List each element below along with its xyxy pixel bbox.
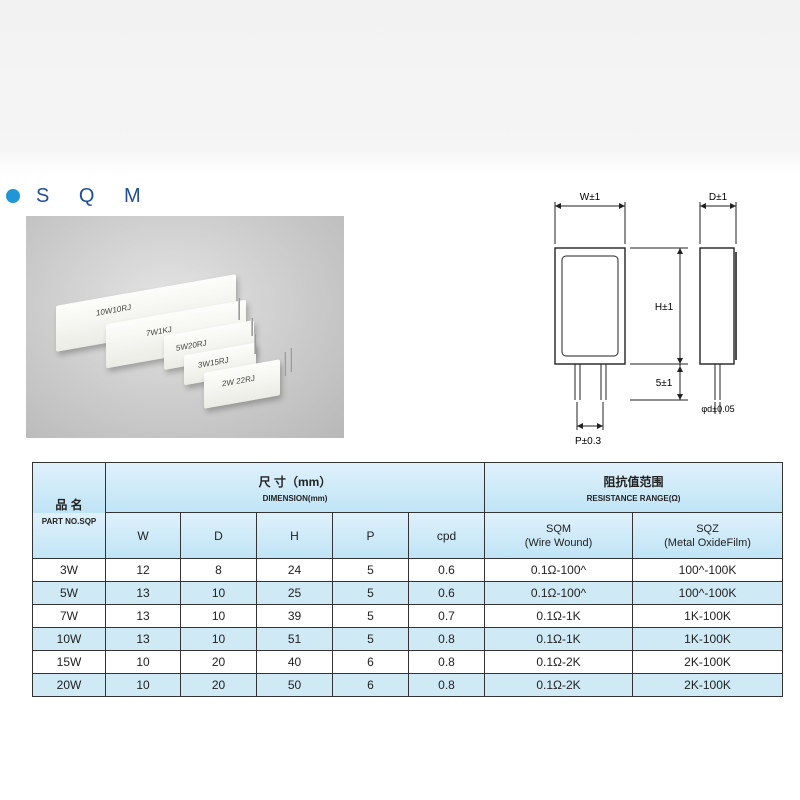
table-cell: 5 [332, 627, 409, 651]
table-cell: 10 [180, 627, 257, 651]
dim-label-p: P±0.3 [575, 436, 601, 447]
col-header-w: W [105, 512, 181, 559]
table-cell: 15W [32, 650, 106, 674]
table-cell: 1K-100K [632, 627, 784, 651]
table-cell: 6 [332, 673, 409, 697]
table-cell: 10 [105, 673, 181, 697]
table-cell: 0.8 [407, 650, 486, 674]
table-cell: 20 [180, 673, 257, 697]
table-cell: 0.6 [407, 558, 486, 582]
resistor-lead [290, 348, 292, 372]
table-cell: 0.1Ω-1K [484, 604, 634, 628]
table-cell: 50 [256, 673, 333, 697]
table-cell: 13 [105, 627, 181, 651]
table-cell: 10 [180, 581, 257, 605]
dim-label-h: H±1 [655, 302, 674, 313]
table-cell: 0.6 [407, 581, 486, 605]
dimension-label-cn: 尺 寸（mm） [258, 474, 332, 489]
sqz-subtitle: (Metal OxideFilm) [664, 536, 751, 549]
table-cell: 5 [332, 604, 409, 628]
resistance-label-cn: 阻抗值范围 [603, 474, 664, 489]
table-cell: 3W [32, 558, 106, 582]
part-label-cn: 品 名 [55, 497, 83, 512]
table-cell: 6 [332, 650, 409, 674]
table-cell: 13 [105, 604, 181, 628]
dimension-label-en: DIMENSION(mm) [262, 493, 328, 503]
table-cell: 24 [256, 558, 333, 582]
part-header-cell: 品 名 PART NO.SQP [32, 462, 106, 559]
spec-table: 品 名 PART NO.SQP 尺 寸（mm） DIMENSION(mm) 阻抗… [32, 462, 784, 697]
table-cell: 51 [256, 627, 333, 651]
table-cell: 0.8 [407, 673, 486, 697]
table-cell: 20W [32, 673, 106, 697]
table-cell: 5 [332, 581, 409, 605]
resistance-label-en: RESISTANCE RANGE(Ω) [586, 493, 681, 503]
resistor-lead [254, 334, 256, 354]
table-cell: 10 [180, 604, 257, 628]
table-cell: 39 [256, 604, 333, 628]
section-heading: S Q M [6, 183, 153, 209]
table-cell: 2K-100K [632, 673, 784, 697]
table-cell: 0.7 [407, 604, 486, 628]
table-cell: 20 [180, 650, 257, 674]
table-cell: 25 [256, 581, 333, 605]
col-header-sqz: SQZ (Metal OxideFilm) [632, 512, 784, 559]
table-cell: 2K-100K [632, 650, 784, 674]
col-header-cpd: cpd [407, 512, 486, 559]
table-cell: 0.1Ω-2K [484, 650, 634, 674]
table-cell: 0.1Ω-2K [484, 673, 634, 697]
resistor-lead [251, 318, 253, 336]
table-cell: 40 [256, 650, 333, 674]
col-header-d: D [180, 512, 257, 559]
dim-label-d: D±1 [709, 192, 728, 203]
resistor-label: 5W20RJ [176, 338, 207, 353]
resistor-label: 2W 22RJ [222, 373, 255, 389]
table-cell: 10W [32, 627, 106, 651]
table-cell: 12 [105, 558, 181, 582]
sqz-title: SQZ [696, 522, 719, 535]
table-cell: 0.1Ω-1K [484, 627, 634, 651]
dim-label-s: 5±1 [656, 378, 673, 389]
table-cell: 10 [105, 650, 181, 674]
table-cell: 1K-100K [632, 604, 784, 628]
sqm-title: SQM [545, 522, 572, 535]
resistor-label: 3W15RJ [198, 355, 229, 370]
table-cell: 5W [32, 581, 106, 605]
table-cell: 100^-100K [632, 558, 784, 582]
dim-label-phid: φd±0.05 [701, 404, 734, 414]
part-label-en: PART NO.SQP [41, 516, 97, 526]
resistor-label: 10W10RJ [96, 302, 132, 318]
table-cell: 5 [332, 558, 409, 582]
product-photo: 10W10RJ 7W1KJ 5W20RJ 3W15RJ 2W 22RJ [26, 216, 344, 438]
dim-label-w: W±1 [580, 192, 601, 203]
table-cell: 0.1Ω-100^ [484, 581, 634, 605]
table-cell: 100^-100K [632, 581, 784, 605]
sqm-subtitle: (Wire Wound) [524, 536, 593, 549]
table-cell: 0.1Ω-100^ [484, 558, 634, 582]
table-cell: 7W [32, 604, 106, 628]
resistor-lead [284, 352, 286, 376]
resistor-lead [238, 298, 240, 320]
dimension-header-cell: 尺 寸（mm） DIMENSION(mm) [104, 462, 486, 513]
col-header-sqm: SQM (Wire Wound) [484, 512, 634, 559]
table-cell: 13 [105, 581, 181, 605]
table-cell: 8 [180, 558, 257, 582]
table-cell: 0.8 [407, 627, 486, 651]
col-header-p: P [332, 512, 409, 559]
section-title: S Q M [36, 184, 153, 207]
bullet-dot-icon [6, 189, 20, 203]
resistance-header-cell: 阻抗值范围 RESISTANCE RANGE(Ω) [484, 462, 784, 513]
dimension-diagram: W±1 D±1 H±1 5±1 P±0.3 φd±0.05 [554, 192, 737, 447]
col-header-h: H [256, 512, 333, 559]
